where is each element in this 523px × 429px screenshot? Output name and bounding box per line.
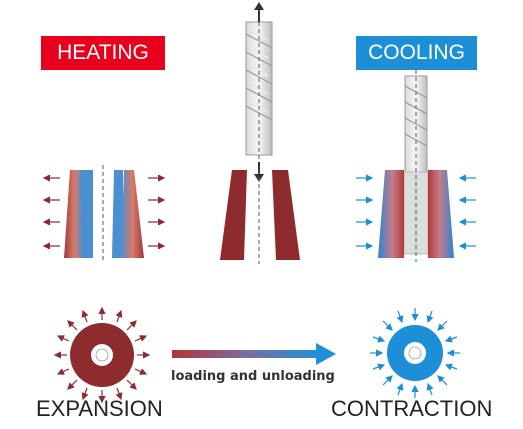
contraction-caption: CONTRACTION — [331, 396, 493, 421]
expansion-caption: EXPANSION — [36, 396, 163, 421]
expansion-arrows-icon — [53, 306, 151, 404]
heating-badge: HEATING — [41, 36, 165, 70]
contraction-ring — [387, 325, 443, 381]
cooling-arrows — [356, 174, 476, 250]
drill-bit-center — [245, 8, 273, 165]
drill-bit-right — [403, 70, 429, 262]
contraction-arrows-icon — [370, 308, 460, 398]
heated-holder — [64, 165, 144, 262]
process-arrow-icon — [172, 343, 336, 365]
cooling-label: COOLING — [368, 41, 465, 64]
cooled-holder — [378, 170, 454, 258]
heating-label: HEATING — [57, 41, 149, 64]
loaded-holder — [220, 170, 300, 264]
process-label: loading and unloading — [171, 369, 335, 384]
heating-arrows — [42, 174, 166, 250]
up-arrow-icon — [254, 2, 264, 22]
cooling-badge: COOLING — [356, 36, 477, 70]
expansion-ring — [70, 323, 134, 387]
